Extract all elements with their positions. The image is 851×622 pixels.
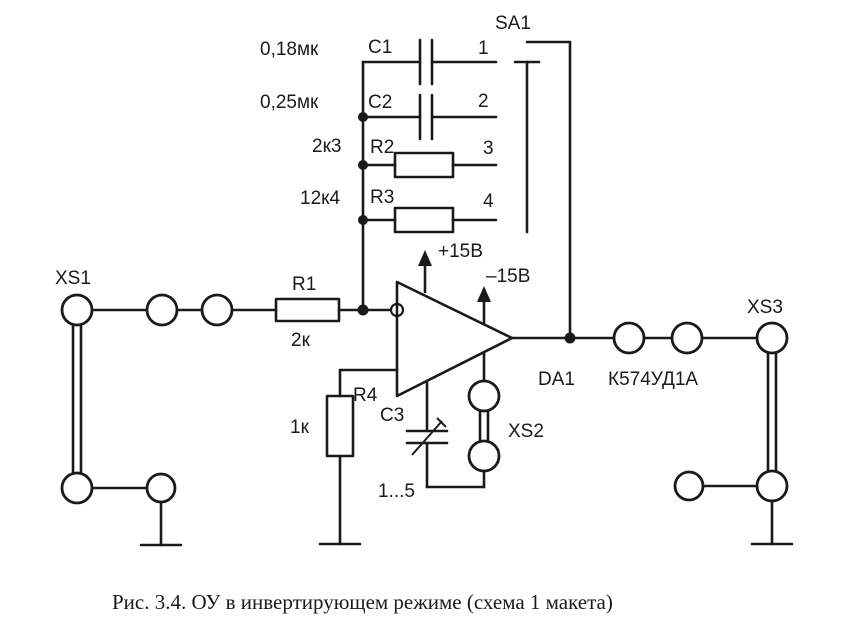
c2-label: C2 — [368, 92, 392, 113]
c3-value: 1...5 — [378, 481, 415, 502]
r2-label: R2 — [370, 137, 394, 158]
da1-label: DA1 — [538, 369, 575, 390]
sa1-switch — [513, 40, 572, 340]
xs3-label: XS3 — [747, 297, 783, 318]
switch-pos-3: 3 — [483, 138, 494, 159]
r3-resistor — [361, 206, 498, 234]
vneg-label: –15В — [486, 266, 530, 287]
xs3-connector — [673, 321, 794, 546]
xs2-connector — [467, 350, 501, 489]
sa1-label: SA1 — [495, 13, 531, 34]
r1-resistor — [274, 297, 393, 323]
r2-resistor — [361, 151, 498, 179]
c1-capacitor — [361, 38, 498, 86]
c3-label: C3 — [380, 405, 404, 426]
switch-pos-2: 2 — [478, 91, 489, 112]
figure-caption: Рис. 3.4. ОУ в инвертирующем режиме (схе… — [112, 590, 613, 614]
input-wire — [90, 293, 278, 327]
xs1-connector — [60, 293, 183, 547]
r4-value: 1к — [290, 417, 310, 438]
c1-label: C1 — [368, 37, 392, 58]
r3-value: 12к4 — [300, 188, 340, 209]
c1-value: 0,18мк — [260, 39, 319, 60]
switch-pos-4: 4 — [483, 191, 494, 212]
output-wire — [510, 321, 759, 355]
xs1-label: XS1 — [55, 268, 91, 289]
r3-label: R3 — [370, 187, 394, 208]
da1-type: К574УД1А — [608, 369, 698, 390]
vpos-label: +15В — [438, 241, 483, 262]
c3-trimmer — [405, 379, 486, 489]
switch-pos-1: 1 — [478, 38, 489, 59]
r1-label: R1 — [292, 274, 316, 295]
xs2-label: XS2 — [508, 421, 544, 442]
r4-resistor — [318, 368, 399, 546]
op-amp-da1 — [395, 250, 514, 398]
c2-capacitor — [361, 93, 498, 141]
r4-label: R4 — [353, 385, 378, 406]
r2-value: 2к3 — [312, 136, 341, 157]
r1-value: 2к — [291, 330, 311, 351]
c2-value: 0,25мк — [260, 92, 319, 113]
